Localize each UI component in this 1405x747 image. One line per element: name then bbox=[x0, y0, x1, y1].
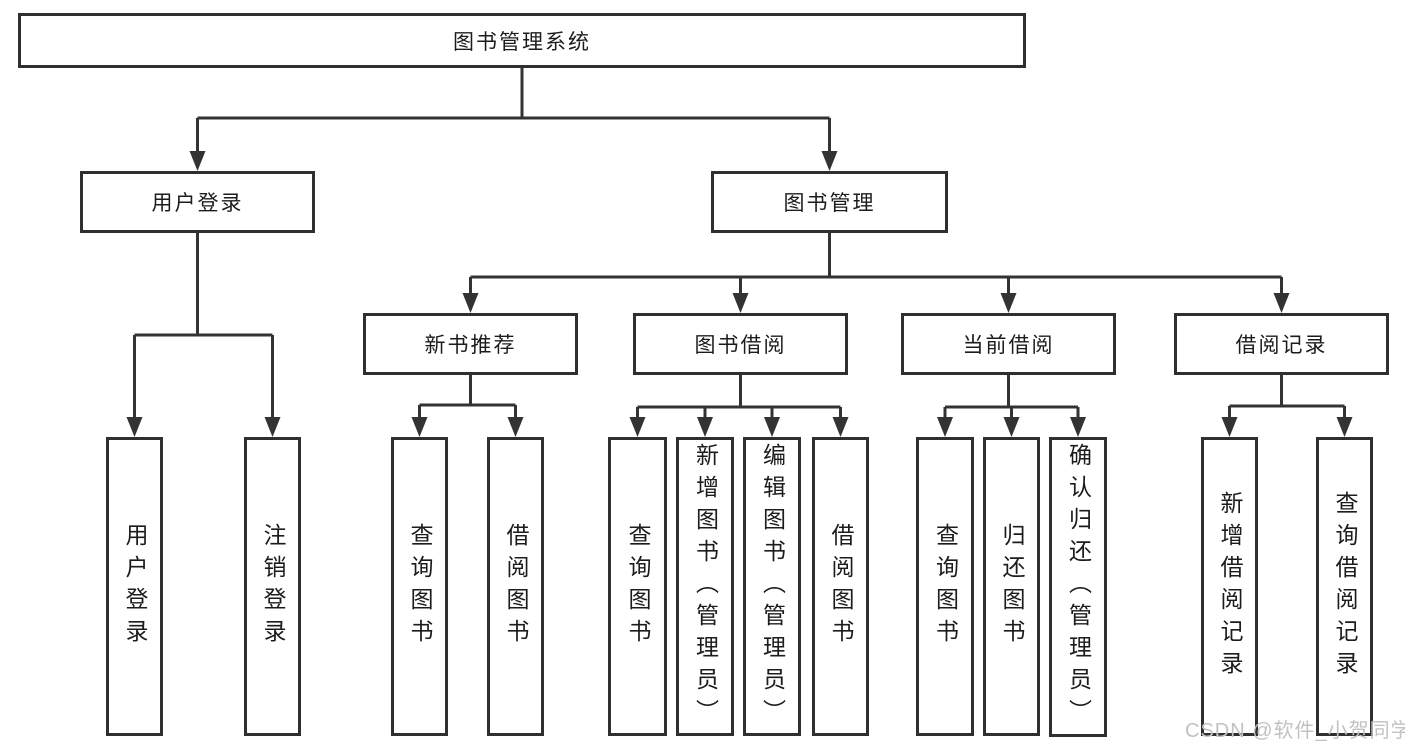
node-label: 图书管理 bbox=[783, 192, 876, 215]
node-leaf-query-borrow-record: 查询借阅记录 bbox=[1316, 437, 1373, 736]
node-leaf-add-borrow-record: 新增借阅记录 bbox=[1201, 437, 1258, 736]
node-book-management: 图书管理 bbox=[711, 171, 948, 233]
node-leaf-user-login: 用户登录 bbox=[106, 437, 163, 736]
node-label: 当前借阅 bbox=[962, 334, 1055, 357]
node-label: 查询图书 bbox=[407, 522, 433, 651]
node-leaf-query-books-borrow: 查询图书 bbox=[608, 437, 667, 736]
watermark: CSDN @软件_小贺同学 bbox=[1185, 720, 1405, 742]
node-label: 确认归还（管理员） bbox=[1065, 443, 1092, 731]
node-label: 借阅图书 bbox=[828, 522, 854, 651]
node-leaf-query-books-current: 查询图书 bbox=[916, 437, 974, 736]
node-leaf-borrow-books-recommend: 借阅图书 bbox=[487, 437, 544, 736]
node-label: 查询图书 bbox=[932, 522, 959, 651]
node-label: 新增借阅记录 bbox=[1217, 490, 1243, 683]
node-label: 借阅图书 bbox=[503, 522, 529, 651]
node-label: 用户登录 bbox=[122, 522, 148, 651]
node-label: 用户登录 bbox=[151, 192, 244, 215]
node-label: 归还图书 bbox=[999, 522, 1025, 651]
node-label: 图书管理系统 bbox=[453, 30, 591, 54]
node-label: 查询图书 bbox=[625, 522, 651, 651]
node-leaf-logout: 注销登录 bbox=[244, 437, 301, 736]
node-label: 图书借阅 bbox=[694, 334, 787, 357]
node-label: 注销登录 bbox=[260, 522, 286, 651]
node-leaf-confirm-return-admin: 确认归还（管理员） bbox=[1049, 437, 1107, 737]
node-label: 编辑图书（管理员） bbox=[759, 442, 786, 731]
node-current-borrow: 当前借阅 bbox=[901, 313, 1116, 375]
node-label: 新书推荐 bbox=[424, 334, 517, 357]
node-user-login: 用户登录 bbox=[80, 171, 315, 233]
node-leaf-edit-book-admin: 编辑图书（管理员） bbox=[743, 437, 801, 736]
node-borrow-records: 借阅记录 bbox=[1174, 313, 1389, 375]
node-leaf-borrow-books: 借阅图书 bbox=[812, 437, 869, 736]
node-leaf-add-book-admin: 新增图书（管理员） bbox=[676, 437, 734, 736]
node-leaf-query-books-recommend: 查询图书 bbox=[391, 437, 448, 736]
node-label: 新增图书（管理员） bbox=[692, 442, 719, 731]
node-label: 借阅记录 bbox=[1235, 334, 1328, 357]
node-book-borrow: 图书借阅 bbox=[633, 313, 848, 375]
node-new-book-recommend: 新书推荐 bbox=[363, 313, 578, 375]
node-library-management-system: 图书管理系统 bbox=[18, 13, 1026, 68]
node-label: 查询借阅记录 bbox=[1332, 490, 1358, 683]
node-leaf-return-book: 归还图书 bbox=[983, 437, 1040, 736]
